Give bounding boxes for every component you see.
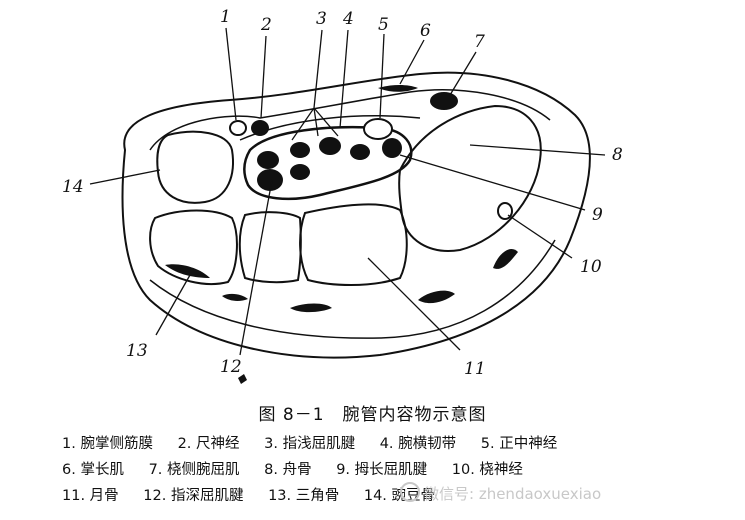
dark-mark-1 <box>493 248 518 269</box>
tendon-f <box>257 169 283 191</box>
watermark: 微信号: zhendaoxuexiao <box>400 482 601 504</box>
dark-mark-2 <box>418 290 455 304</box>
leader-11 <box>367 257 461 351</box>
leader-8 <box>469 144 606 156</box>
legend-item: 13. 三角骨 <box>268 488 340 504</box>
leader-2 <box>260 35 267 119</box>
leader-3-top <box>313 29 323 109</box>
tendon-e <box>290 164 310 180</box>
leader-3c <box>313 107 339 137</box>
leader-6 <box>399 39 425 85</box>
small-dot <box>238 374 247 384</box>
carpal-tunnel-diagram: 1 2 3 4 5 6 7 8 9 10 11 12 13 14 <box>62 7 623 384</box>
leader-13 <box>155 274 191 336</box>
dark-mark-4 <box>165 264 210 278</box>
callout-5: 5 <box>378 15 389 35</box>
callout-3: 3 <box>316 9 327 29</box>
small-vessel <box>229 120 247 136</box>
legend-item: 5. 正中神经 <box>480 436 558 452</box>
legend-item: 4. 腕横韧带 <box>379 436 457 452</box>
leader-14 <box>89 169 161 185</box>
legend-item: 10. 桡神经 <box>451 462 523 478</box>
legend-row-1: 1. 腕掌侧筋膜 2. 尺神经 3. 指浅屈肌腱 4. 腕横韧带 5. 正中神经 <box>62 432 577 453</box>
flexor-pollicis-longus <box>382 138 402 158</box>
palmaris-longus <box>378 85 418 92</box>
leader-7 <box>449 51 477 96</box>
callout-9: 9 <box>592 205 603 225</box>
triquetrum-bone <box>149 209 238 286</box>
callout-1: 1 <box>220 7 231 27</box>
leader-3b <box>313 107 319 137</box>
legend-item: 6. 掌长肌 <box>62 462 124 478</box>
callout-4: 4 <box>342 9 354 29</box>
legend-item: 12. 指深屈肌腱 <box>143 488 244 504</box>
legend-item: 9. 拇长屈肌腱 <box>336 462 428 478</box>
tendon-a <box>257 151 279 169</box>
tendon-c <box>319 137 341 155</box>
legend-row-3: 11. 月骨 12. 指深屈肌腱 13. 三角骨 14. 豌豆骨 <box>62 484 455 505</box>
leader-5 <box>379 33 385 119</box>
tendon-bundle <box>243 125 413 201</box>
callout-7: 7 <box>474 32 485 52</box>
palmar-fascia <box>149 89 551 151</box>
callout-10: 10 <box>580 257 602 277</box>
legend-item: 7. 桡侧腕屈肌 <box>148 462 240 478</box>
callout-8: 8 <box>612 145 623 165</box>
leader-1 <box>225 27 237 121</box>
callout-12: 12 <box>220 357 242 377</box>
middle-carpal-bone <box>238 211 302 284</box>
tendon-d <box>350 144 370 160</box>
leader-9 <box>399 154 586 211</box>
ulnar-nerve <box>251 120 269 136</box>
callout-11: 11 <box>464 359 486 379</box>
leader-4 <box>339 29 349 129</box>
dark-mark-5 <box>222 293 248 301</box>
wechat-icon <box>400 482 420 502</box>
callout-2: 2 <box>260 15 272 35</box>
scaphoid-bone <box>398 104 542 252</box>
dark-mark-3 <box>290 303 332 313</box>
legend-item: 2. 尺神经 <box>177 436 240 452</box>
leader-10 <box>507 214 573 259</box>
pisiform-bone <box>156 130 234 204</box>
watermark-text: 微信号: zhendaoxuexiao <box>424 485 602 503</box>
flexor-carpi-radialis <box>430 92 458 110</box>
dorsal-contour <box>149 239 556 339</box>
figure-caption: 图 8－1 腕管内容物示意图 <box>258 405 487 425</box>
legend-item: 1. 腕掌侧筋膜 <box>62 436 153 452</box>
callout-14: 14 <box>62 177 84 197</box>
leader-12 <box>239 179 273 356</box>
callout-6: 6 <box>420 21 431 41</box>
legend-item: 3. 指浅屈肌腱 <box>264 436 356 452</box>
median-nerve <box>363 118 393 140</box>
legend-item: 11. 月骨 <box>62 488 119 504</box>
wrist-outline <box>121 71 591 359</box>
legend-item: 8. 舟骨 <box>264 462 312 478</box>
callout-13: 13 <box>126 341 148 361</box>
leader-3a <box>291 107 315 141</box>
lunate-bone <box>299 203 408 286</box>
legend-row-2: 6. 掌长肌 7. 桡侧腕屈肌 8. 舟骨 9. 拇长屈肌腱 10. 桡神经 <box>62 458 543 479</box>
tendon-b <box>290 142 310 158</box>
